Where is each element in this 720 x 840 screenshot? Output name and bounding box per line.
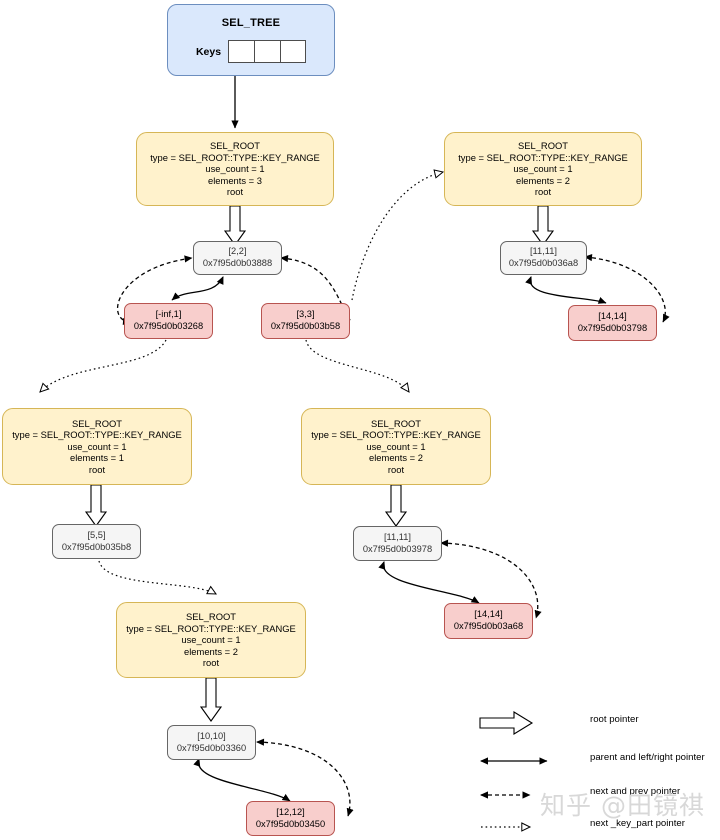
sel-arg-ninf-1[interactable]: [-inf,1] 0x7f95d0b03268 bbox=[124, 303, 213, 339]
sel-arg-3-3[interactable]: [3,3] 0x7f95d0b03b58 bbox=[261, 303, 350, 339]
sel-root-use-count: use_count = 1 bbox=[366, 440, 426, 452]
edge-keypart-5-5-root-bottom bbox=[98, 560, 218, 595]
sel-arg-address: 0x7f95d0b03a68 bbox=[453, 621, 524, 631]
watermark: 知乎 @田镜祺 bbox=[540, 791, 705, 820]
legend-label: root pointer bbox=[590, 714, 639, 725]
sel-root-root-label: root bbox=[88, 463, 106, 475]
sel-root-use-count: use_count = 1 bbox=[181, 634, 241, 646]
sel-root-title: SEL_ROOT bbox=[370, 417, 421, 429]
key-cell-2[interactable] bbox=[280, 40, 307, 63]
edge-parent-11-11b-14-14b bbox=[378, 561, 480, 604]
legend-next-prev-icon bbox=[480, 791, 531, 799]
sel-tree-box[interactable]: SEL_TREE Keys bbox=[167, 4, 335, 76]
edge-keypart-3-3-root-top-right bbox=[351, 169, 445, 301]
sel-arg-11-11-a[interactable]: [11,11] 0x7f95d0b036a8 bbox=[500, 241, 587, 275]
sel-root-elements: elements = 2 bbox=[516, 174, 570, 186]
legend-item-next-key-part: next _key_part pointer bbox=[478, 814, 718, 840]
key-cell-1[interactable] bbox=[254, 40, 281, 63]
sel-arg-range: [14,14] bbox=[598, 311, 627, 322]
sel-root-title: SEL_ROOT bbox=[517, 140, 568, 152]
sel-arg-14-14-b[interactable]: [14,14] 0x7f95d0b03a68 bbox=[444, 603, 533, 639]
sel-arg-range: [11,11] bbox=[529, 246, 558, 257]
legend-parent-pointer-icon bbox=[480, 757, 548, 765]
sel-root-title: SEL_ROOT bbox=[209, 140, 260, 152]
sel-arg-range: [10,10] bbox=[197, 730, 226, 741]
legend-label: parent and left/right pointer bbox=[590, 752, 705, 763]
sel-arg-range: [2,2] bbox=[228, 246, 247, 257]
sel-arg-address: 0x7f95d0b036a8 bbox=[508, 258, 579, 268]
sel-arg-range: [14,14] bbox=[474, 609, 503, 620]
sel-arg-address: 0x7f95d0b03360 bbox=[176, 742, 247, 753]
sel-tree-keys-row: Keys bbox=[195, 40, 307, 63]
legend-item-root-pointer: root pointer bbox=[478, 710, 718, 736]
sel-root-elements: elements = 2 bbox=[369, 452, 423, 464]
sel-root-title: SEL_ROOT bbox=[185, 611, 236, 623]
sel-root-type: type = SEL_ROOT::TYPE::KEY_RANGE bbox=[150, 151, 320, 163]
sel-root-bottom[interactable]: SEL_ROOT type = SEL_ROOT::TYPE::KEY_RANG… bbox=[116, 602, 306, 678]
legend-item-next-prev-pointer: next and prev pointer bbox=[478, 782, 718, 808]
edge-parent-2-2-ninf-1 bbox=[171, 276, 224, 301]
sel-arg-address: 0x7f95d0b03888 bbox=[202, 258, 273, 268]
sel-arg-5-5[interactable]: [5,5] 0x7f95d0b035b8 bbox=[52, 524, 141, 559]
legend-label: next _key_part pointer bbox=[590, 818, 685, 829]
sel-arg-address: 0x7f95d0b03978 bbox=[362, 543, 433, 554]
sel-root-root-label: root bbox=[387, 463, 405, 475]
sel-arg-address: 0x7f95d0b03798 bbox=[577, 323, 648, 333]
legend-label: next and prev pointer bbox=[590, 786, 681, 797]
sel-root-title: SEL_ROOT bbox=[71, 417, 122, 429]
sel-root-type: type = SEL_ROOT::TYPE::KEY_RANGE bbox=[458, 151, 628, 163]
sel-root-use-count: use_count = 1 bbox=[205, 163, 265, 175]
sel-arg-2-2[interactable]: [2,2] 0x7f95d0b03888 bbox=[193, 241, 282, 275]
sel-arg-address: 0x7f95d0b03450 bbox=[255, 818, 326, 829]
edge-keypart-ninf1-root-mid-left bbox=[39, 339, 167, 393]
sel-arg-address: 0x7f95d0b035b8 bbox=[61, 541, 132, 552]
sel-root-type: type = SEL_ROOT::TYPE::KEY_RANGE bbox=[311, 429, 481, 441]
sel-root-root-label: root bbox=[226, 186, 244, 198]
sel-root-elements: elements = 3 bbox=[208, 174, 262, 186]
sel-root-mid-right[interactable]: SEL_ROOT type = SEL_ROOT::TYPE::KEY_RANG… bbox=[301, 408, 491, 485]
sel-root-root-label: root bbox=[202, 657, 220, 669]
sel-root-type: type = SEL_ROOT::TYPE::KEY_RANGE bbox=[126, 622, 296, 634]
edge-keypart-3-3-root-mid-right bbox=[305, 339, 410, 393]
sel-arg-12-12[interactable]: [12,12] 0x7f95d0b03450 bbox=[246, 801, 335, 836]
sel-root-mid-left[interactable]: SEL_ROOT type = SEL_ROOT::TYPE::KEY_RANG… bbox=[2, 408, 192, 485]
sel-arg-range: [12,12] bbox=[276, 806, 305, 817]
sel-root-root-label: root bbox=[534, 186, 552, 198]
sel-root-type: type = SEL_ROOT::TYPE::KEY_RANGE bbox=[12, 429, 182, 441]
sel-tree-title: SEL_TREE bbox=[221, 17, 281, 29]
legend-root-pointer-icon bbox=[479, 711, 534, 735]
sel-root-use-count: use_count = 1 bbox=[513, 163, 573, 175]
edge-parent-10-10-12-12 bbox=[193, 758, 291, 802]
sel-root-elements: elements = 1 bbox=[70, 452, 124, 464]
sel-arg-11-11-b[interactable]: [11,11] 0x7f95d0b03978 bbox=[353, 526, 442, 561]
sel-arg-address: 0x7f95d0b03b58 bbox=[270, 321, 341, 331]
sel-arg-address: 0x7f95d0b03268 bbox=[133, 321, 204, 331]
legend: root pointer parent and left/right point… bbox=[478, 706, 718, 836]
sel-root-use-count: use_count = 1 bbox=[67, 440, 127, 452]
sel-arg-range: [5,5] bbox=[87, 529, 106, 540]
key-cell-0[interactable] bbox=[228, 40, 255, 63]
sel-tree-keys-label: Keys bbox=[195, 45, 222, 58]
sel-arg-range: [3,3] bbox=[296, 309, 315, 320]
sel-arg-range: [11,11] bbox=[383, 531, 412, 542]
legend-item-parent-pointer: parent and left/right pointer bbox=[478, 748, 718, 774]
sel-arg-range: [-inf,1] bbox=[155, 309, 182, 320]
edge-parent-11-11a-14-14a bbox=[525, 276, 607, 304]
sel-root-elements: elements = 2 bbox=[184, 645, 238, 657]
sel-arg-10-10[interactable]: [10,10] 0x7f95d0b03360 bbox=[167, 725, 256, 760]
legend-next-key-part-icon bbox=[481, 822, 532, 832]
sel-root-top-right[interactable]: SEL_ROOT type = SEL_ROOT::TYPE::KEY_RANG… bbox=[444, 132, 642, 206]
sel-arg-14-14-a[interactable]: [14,14] 0x7f95d0b03798 bbox=[568, 305, 657, 341]
sel-tree-key-cells bbox=[228, 40, 307, 63]
sel-root-top-left[interactable]: SEL_ROOT type = SEL_ROOT::TYPE::KEY_RANG… bbox=[136, 132, 334, 206]
